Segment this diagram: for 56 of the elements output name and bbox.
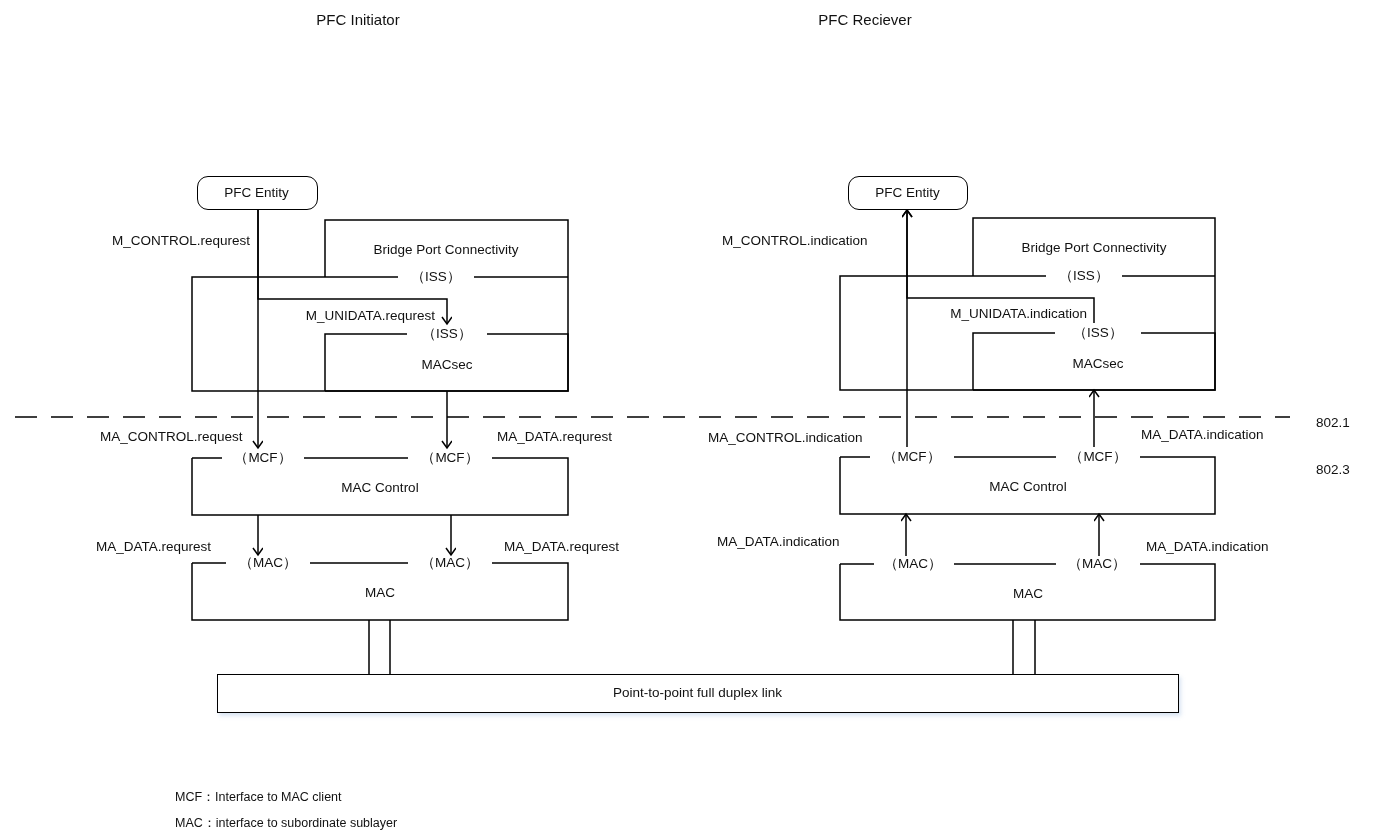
interface-label: （MCF） <box>421 450 479 466</box>
entity-label: PFC Entity <box>224 184 289 201</box>
interface-label: （ISS） <box>1073 325 1123 341</box>
edge-label: MA_DATA.indication <box>1140 427 1265 443</box>
interface-label: （ISS） <box>422 326 472 342</box>
arrow <box>1093 513 1105 557</box>
entity-box <box>197 176 318 210</box>
layer-tag: 802.1 <box>1316 415 1350 431</box>
note: MCF：Interface to MAC client <box>175 789 342 805</box>
layer-tag: 802.3 <box>1316 462 1350 478</box>
edge-label: MA_DATA.requrest <box>94 539 212 555</box>
interface-label: （MCF） <box>234 450 292 466</box>
arrow <box>1088 389 1100 448</box>
connector-line <box>368 619 391 675</box>
link-label: Point-to-point full duplex link <box>613 684 782 701</box>
interface-label: （MAC） <box>1068 556 1126 572</box>
interface-label: （MAC） <box>884 556 942 572</box>
interface-label: （ISS） <box>411 269 461 285</box>
interface-label: （MAC） <box>239 555 297 571</box>
layer-name: Bridge Port Connectivity <box>373 242 519 258</box>
layer-name: MAC <box>1013 586 1043 602</box>
edge-label: M_UNIDATA.requrest <box>304 308 436 324</box>
entity-box <box>848 176 968 210</box>
edge-label: MA_DATA.indication <box>716 534 841 550</box>
entity-label: PFC Entity <box>875 184 940 201</box>
arrow <box>441 390 453 449</box>
layer-box <box>192 555 568 620</box>
link-box <box>217 674 1179 713</box>
column-heading: PFC Initiator <box>316 12 400 28</box>
edge-label: M_CONTROL.requrest <box>110 233 251 249</box>
primitive-label: MA_CONTROL.request <box>100 429 243 445</box>
layer-box <box>840 556 1215 620</box>
edge-label: MA_CONTROL.indication <box>707 430 864 446</box>
edge-label: M_UNIDATA.indication <box>949 306 1088 322</box>
interface-label: （MCF） <box>883 449 941 465</box>
layer-name: Bridge Port Connectivity <box>1021 240 1167 256</box>
note: MAC：interface to subordinate sublayer <box>175 815 398 831</box>
arrow <box>901 209 1095 324</box>
arrow <box>900 513 912 557</box>
interface-label: （ISS） <box>1059 268 1109 284</box>
layer-name: MACsec <box>421 357 473 373</box>
arrow <box>252 514 264 556</box>
interface-label: （MAC） <box>421 555 479 571</box>
edge-label: MA_DATA.indication <box>1145 539 1270 555</box>
layer-name: MACsec <box>1072 356 1124 372</box>
layer-name: MAC Control <box>341 480 419 496</box>
interface-label: （MCF） <box>1069 449 1127 465</box>
column-heading: PFC Reciever <box>818 12 912 28</box>
layer-name: MAC <box>365 585 395 601</box>
connector-line <box>1012 619 1036 675</box>
arrow <box>257 209 453 325</box>
edge-label: MA_DATA.requrest <box>503 539 621 555</box>
edge-label: MA_DATA.requrest <box>496 429 614 445</box>
primitive-label: M_CONTROL.indication <box>722 233 868 249</box>
arrow <box>445 514 457 556</box>
layer-name: MAC Control <box>989 479 1067 495</box>
